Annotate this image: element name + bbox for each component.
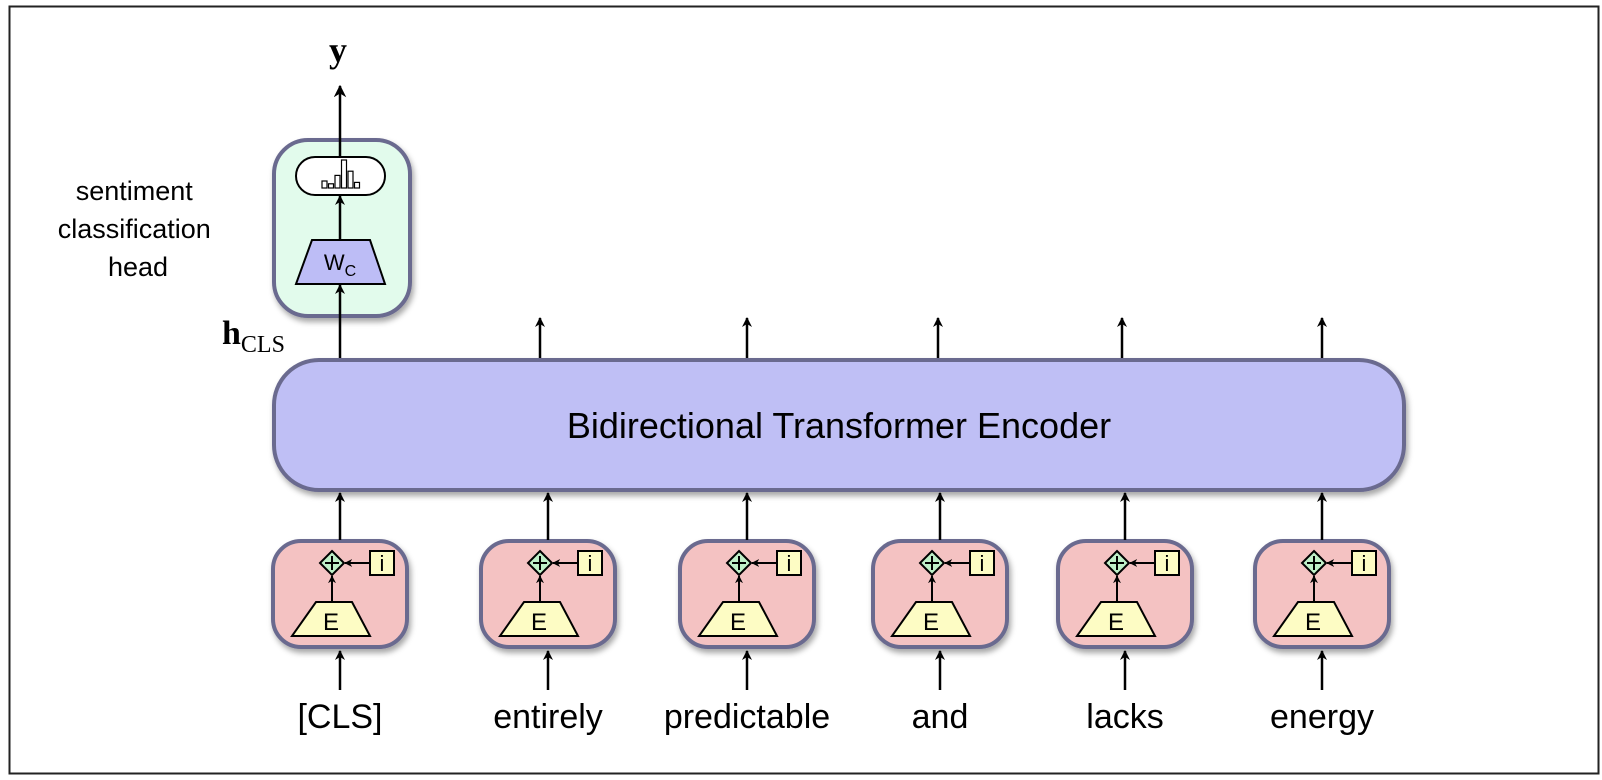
token-label: lacks [1086,698,1163,736]
position-label: i [1362,551,1367,576]
hidden-cls-label: hCLS [222,315,285,358]
token-column: Ei [CLS] [271,492,409,736]
token-label: predictable [664,698,830,736]
softmax-bar [353,181,361,189]
position-label: i [980,551,985,576]
embedding-trapezoid [1075,601,1157,637]
transformer-encoder-label: Bidirectional Transformer Encoder [567,405,1111,446]
position-box [776,550,802,576]
token-columns: Ei [CLS] Ei entirely Ei predictable Ei and Ei lac… [271,317,1391,736]
head-label-line-1: sentiment [76,176,194,206]
softmax-bar [321,180,328,189]
classifier-weight-label: WC [324,250,356,280]
embedding-trapezoid [1272,601,1354,637]
softmax-bar [334,174,341,189]
token-column: Ei lacks [1056,317,1194,736]
token-column: Ei entirely [479,317,617,736]
embedding-label: E [923,609,939,636]
softmax-bar [347,170,354,189]
embedding-trapezoid [697,601,779,637]
head-label-line-2: classification [58,214,211,244]
embedding-label: E [323,609,339,636]
softmax-histogram-icon [321,159,361,189]
embedding-trapezoid [290,601,372,637]
position-label: i [588,551,593,576]
token-label: entirely [493,698,603,736]
token-column: Ei and [871,317,1009,736]
embedding-trapezoid [498,601,580,637]
token-label: energy [1270,698,1374,736]
token-column: Ei predictable [664,317,830,736]
embedding-label: E [1108,609,1124,636]
softmax-bar [340,159,348,189]
embedding-label: E [531,609,547,636]
embedding-label: E [730,609,746,636]
token-column: Ei energy [1253,317,1391,736]
head-label: sentiment classification head [58,176,219,282]
softmax-bar [327,183,335,189]
classifier-weight-trapezoid [294,239,387,285]
output-label-y: y [329,30,347,70]
classification-head: WC [272,138,412,318]
embedding-label: E [1305,609,1321,636]
head-label-line-3: head [108,252,168,282]
position-label: i [787,551,792,576]
position-label: i [1165,551,1170,576]
transformer-encoder-box [272,358,1406,492]
token-label: [CLS] [297,698,382,736]
figure-frame [8,5,1600,775]
position-label: i [380,551,385,576]
token-label: and [912,698,969,736]
embedding-trapezoid [890,601,972,637]
